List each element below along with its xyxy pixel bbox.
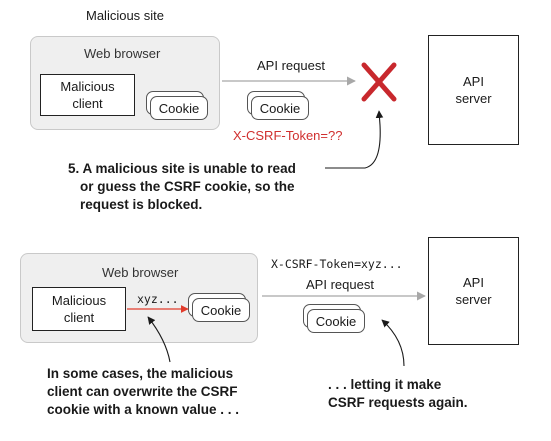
bottom-web-browser-label: Web browser <box>102 265 179 280</box>
bottom-api-request-label: API request <box>306 277 374 292</box>
top-api-server-label: API server <box>455 74 492 106</box>
bottom-malicious-client-label: Malicious client <box>51 293 107 325</box>
bottom-api-server: API server <box>428 237 519 345</box>
bottom-request-cookie-label: Cookie <box>315 313 357 329</box>
top-malicious-client-label: Malicious client <box>60 79 115 111</box>
bottom-right-callout-leader <box>381 319 405 367</box>
bottom-left-callout-line-3: cookie with a known value . . . <box>47 402 240 417</box>
overwrite-value-label: xyz... <box>137 292 179 306</box>
bottom-malicious-client: Malicious client <box>32 287 126 331</box>
bottom-right-callout-line-2: CSRF requests again. <box>328 395 468 410</box>
malicious-site-label: Malicious site <box>86 8 165 23</box>
top-callout-line-2: or guess the CSRF cookie, so the <box>80 179 295 194</box>
bottom-api-server-label: API server <box>455 275 492 307</box>
bottom-left-callout-line-1: In some cases, the malicious <box>47 366 234 381</box>
bottom-csrf-token-header: X-CSRF-Token=xyz... <box>271 257 403 271</box>
bottom-request-cookie: Cookie <box>303 304 369 335</box>
top-request-cookie: Cookie <box>247 91 313 122</box>
top-api-request-label: API request <box>257 58 325 73</box>
top-request-cookie-label: Cookie <box>259 100 301 116</box>
bottom-left-callout-leader <box>147 316 171 363</box>
blocked-cross-icon <box>361 62 397 102</box>
top-api-server: API server <box>428 35 519 145</box>
top-callout-leader <box>325 110 384 169</box>
top-callout-line-3: request is blocked. <box>80 197 203 212</box>
top-web-browser-label: Web browser <box>84 46 161 61</box>
top-browser-cookie: Cookie <box>146 91 212 122</box>
bottom-right-callout-line-1: . . . letting it make <box>328 377 442 392</box>
top-browser-cookie-label: Cookie <box>158 100 200 116</box>
top-malicious-client: Malicious client <box>40 74 135 116</box>
bottom-left-callout-line-2: client can overwrite the CSRF <box>47 384 238 399</box>
top-csrf-token-label: X-CSRF-Token=?? <box>233 128 343 143</box>
bottom-browser-cookie-label: Cookie <box>200 302 242 318</box>
top-callout-line-1: 5. A malicious site is unable to read <box>68 161 296 176</box>
bottom-browser-cookie: Cookie <box>188 293 254 324</box>
